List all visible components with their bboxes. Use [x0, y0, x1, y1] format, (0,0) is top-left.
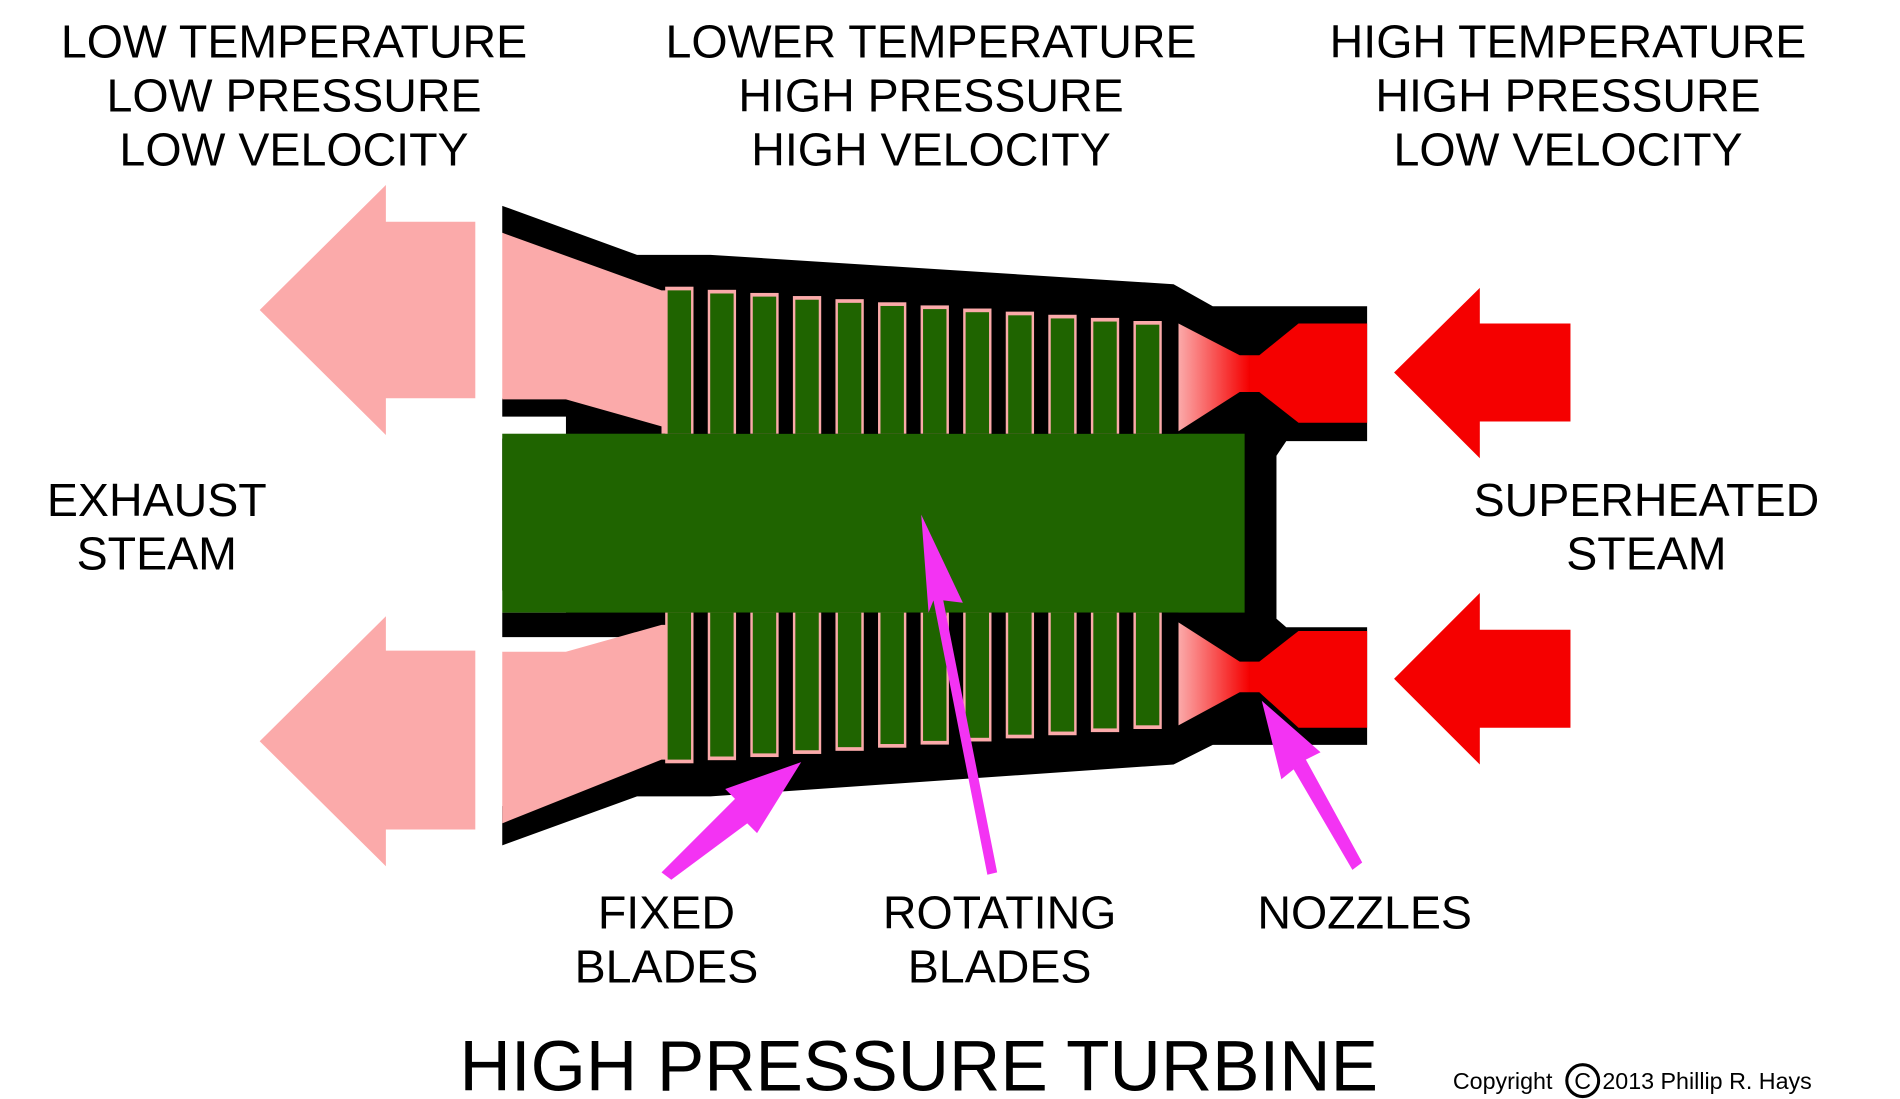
fixed-blades-line-2: BLADES	[575, 941, 759, 993]
rotating-blade	[880, 305, 904, 434]
inlet-state-line-2: HIGH PRESSURE	[1375, 69, 1760, 121]
exhaust-state-line-3: LOW VELOCITY	[119, 123, 468, 175]
diagram-title: HIGH PRESSURE TURBINE	[460, 1027, 1378, 1099]
rotating-blade	[965, 312, 990, 434]
rotating-blade	[795, 612, 819, 751]
rotating-blade	[710, 293, 734, 434]
rotating-blade	[1093, 612, 1117, 729]
nozzle-bottom	[1178, 622, 1368, 728]
rotating-blade	[1135, 612, 1160, 726]
inlet-state-label: HIGH TEMPERATURE HIGH PRESSURE LOW VELOC…	[1330, 16, 1807, 176]
copyright-notice: Copyright C 2013 Phillip R. Hays	[1453, 1063, 1812, 1099]
rotating-blades-line-2: BLADES	[908, 941, 1092, 993]
exhaust-arrow-bottom	[259, 616, 476, 867]
exhaust-flow-bottom	[502, 624, 668, 824]
superheated-label-line-2: STEAM	[1566, 528, 1726, 580]
inlet-state-line-3: LOW VELOCITY	[1393, 123, 1742, 175]
inlet-arrow-top	[1394, 287, 1571, 459]
rotating-blade	[1050, 612, 1075, 732]
rotating-blades-bottom	[665, 612, 1179, 764]
exhaust-state-label: LOW TEMPERATURE LOW PRESSURE LOW VELOCIT…	[61, 16, 527, 176]
rotating-blade	[965, 612, 990, 738]
nozzle-top	[1178, 323, 1368, 432]
inlet-state-line-1: HIGH TEMPERATURE	[1330, 16, 1807, 68]
rotating-blade	[1008, 612, 1032, 735]
superheated-label-line-1: SUPERHEATED	[1474, 474, 1820, 526]
nozzles-pointer	[1261, 700, 1363, 870]
copyright-text: 2013 Phillip R. Hays	[1602, 1068, 1811, 1094]
exhaust-steam-label: EXHAUST STEAM	[47, 474, 267, 580]
rotating-blade	[923, 612, 947, 741]
rotating-blades-pointer	[921, 514, 998, 875]
rotating-blade	[837, 612, 862, 748]
exhaust-state-line-1: LOW TEMPERATURE	[61, 16, 527, 68]
fixed-blades-pointer	[661, 762, 802, 880]
rotating-blade	[667, 612, 692, 760]
blade-state-line-1: LOWER TEMPERATURE	[666, 16, 1197, 68]
rotating-blade	[1050, 318, 1075, 434]
inlet-arrow-bottom	[1394, 592, 1571, 765]
copyright-symbol: C	[1574, 1068, 1591, 1094]
blade-state-line-3: HIGH VELOCITY	[751, 123, 1110, 175]
rotating-blade	[1093, 321, 1117, 434]
rotating-blade	[880, 612, 904, 745]
nozzles-line-1: NOZZLES	[1257, 887, 1472, 939]
rotating-blade	[1135, 324, 1160, 434]
rotating-blades-label: ROTATING BLADES	[883, 887, 1117, 993]
superheated-steam-label: SUPERHEATED STEAM	[1474, 474, 1820, 580]
fixed-blades-line-1: FIXED	[598, 887, 735, 939]
rotating-blade	[752, 296, 777, 434]
exhaust-label-line-2: STEAM	[77, 528, 237, 580]
blade-state-line-2: HIGH PRESSURE	[738, 69, 1123, 121]
exhaust-arrow-top	[259, 185, 476, 435]
rotor-shaft	[502, 433, 1245, 613]
rotating-blade	[837, 302, 862, 434]
rotating-blade	[795, 299, 819, 434]
fixed-blades-label: FIXED BLADES	[575, 887, 759, 993]
copyright-prefix: Copyright	[1453, 1068, 1553, 1094]
rotating-blade	[710, 612, 734, 757]
exhaust-state-line-2: LOW PRESSURE	[106, 69, 481, 121]
exhaust-label-line-1: EXHAUST	[47, 474, 267, 526]
rotating-blade	[1008, 315, 1032, 434]
rotating-blade	[923, 309, 947, 434]
exhaust-flow-top	[502, 232, 668, 434]
rotating-blades-top	[665, 286, 1179, 434]
copyright-circle-icon	[1565, 1063, 1601, 1099]
nozzles-label: NOZZLES	[1257, 887, 1472, 939]
rotating-blade	[752, 612, 777, 754]
blade-section-state-label: LOWER TEMPERATURE HIGH PRESSURE HIGH VEL…	[666, 16, 1197, 176]
rotating-blade	[667, 290, 692, 434]
rotating-blades-line-1: ROTATING	[883, 887, 1117, 939]
